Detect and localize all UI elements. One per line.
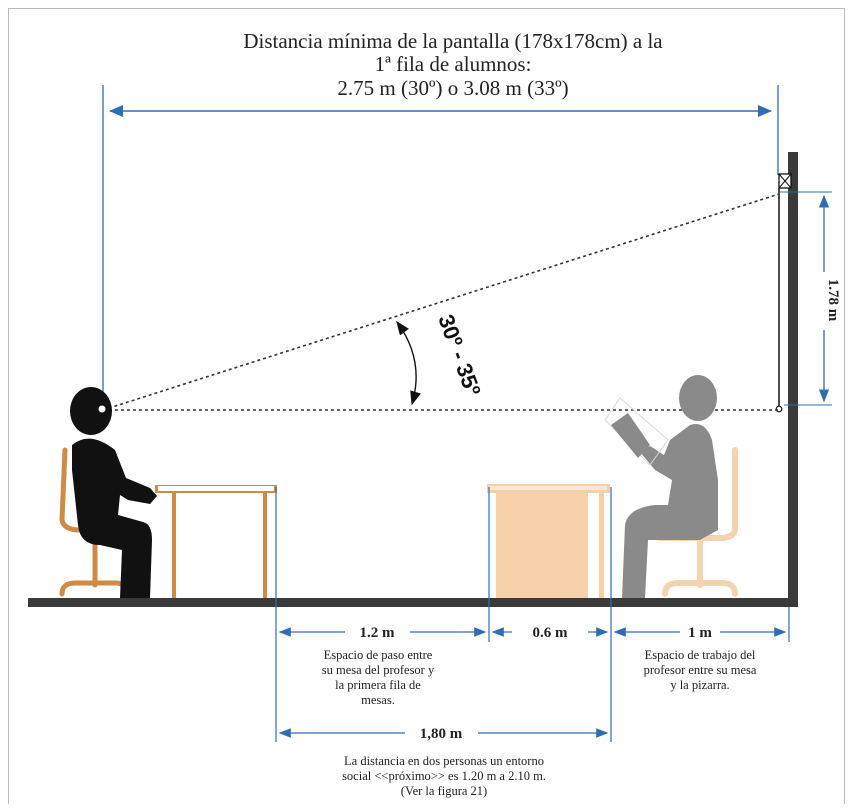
screen-bottom-point xyxy=(775,405,783,413)
teacher-space-note-line-3: y la pizarra. xyxy=(670,678,729,692)
student-group xyxy=(59,387,277,598)
angle-label: 30º - 35º xyxy=(433,311,485,399)
teacher-chair xyxy=(657,447,738,597)
title-line-2: 1ª fila de alumnos: xyxy=(375,52,532,76)
social-note-line-2: social <<próximo>> es 1.20 m a 2.10 m. xyxy=(342,769,546,783)
title-line-3: 2.75 m (30º) o 3.08 m (33º) xyxy=(337,76,568,100)
student-eye xyxy=(98,405,106,413)
teacher-book xyxy=(604,397,669,466)
student-desk xyxy=(155,485,277,598)
passage-note-line-2: su mesa del profesor y xyxy=(322,663,435,677)
teacher-figure xyxy=(622,375,718,598)
passage-note-line-3: la primera fila de xyxy=(335,678,421,692)
floor xyxy=(28,598,798,607)
title-line-1: Distancia mínima de la pantalla (178x178… xyxy=(243,29,663,53)
passage-note-line-4: mesas. xyxy=(361,693,395,707)
sight-line-top xyxy=(102,193,780,411)
teacher-space-note-line-2: profesor entre su mesa xyxy=(644,663,757,677)
teacher-space-note: Espacio de trabajo del profesor entre su… xyxy=(644,648,757,692)
social-distance-note: La distancia en dos personas un entorno … xyxy=(342,754,546,798)
wall xyxy=(788,152,798,607)
student-figure xyxy=(70,387,157,598)
desk-dim-label: 0.6 m xyxy=(533,625,569,641)
social-note-line-1: La distancia en dos personas un entorno xyxy=(344,754,544,768)
passage-note: Espacio de paso entre su mesa del profes… xyxy=(322,648,435,707)
screen-height-label: 1.78 m xyxy=(825,279,841,322)
teacher-space-dim-label: 1 m xyxy=(688,625,712,641)
teacher-desk xyxy=(487,484,610,598)
social-note-line-3: (Ver la figura 21) xyxy=(401,784,487,798)
passage-dim-label: 1.2 m xyxy=(360,625,396,641)
teacher-space-note-line-1: Espacio de trabajo del xyxy=(645,648,756,662)
total-dim-label: 1,80 m xyxy=(420,726,463,742)
passage-note-line-1: Espacio de paso entre xyxy=(324,648,433,662)
angle-arc xyxy=(396,320,421,406)
